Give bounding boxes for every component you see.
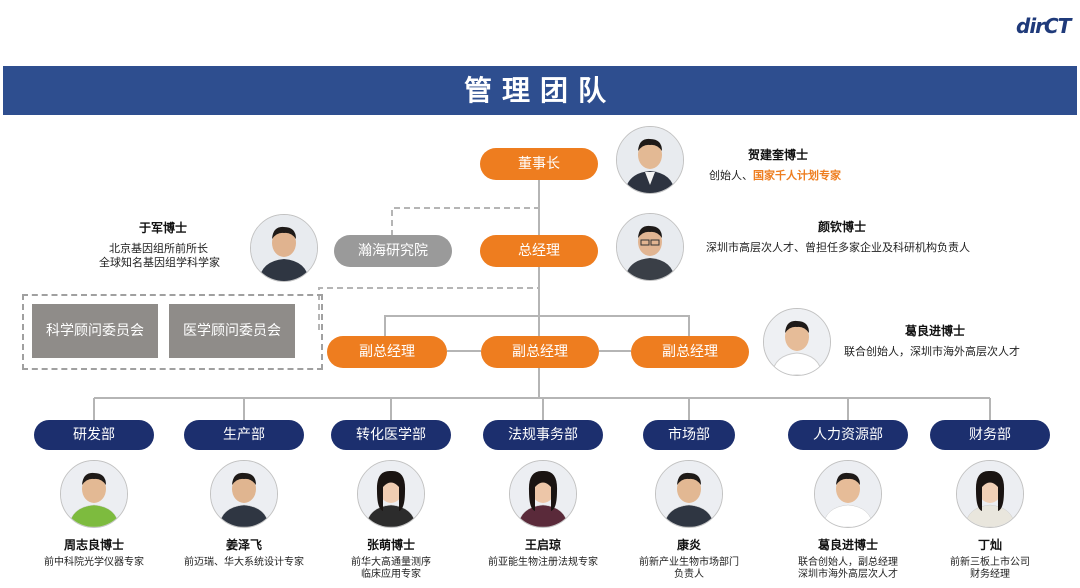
department-head-title-regulatory-line1: 前亚能生物注册法规专家	[488, 557, 598, 568]
department-head-name-rnd: 周志良博士	[63, 538, 124, 552]
vice-president-node-3: 副总经理	[631, 336, 749, 368]
department-head-photo-regulatory	[509, 460, 577, 528]
department-head-title-finance-line1: 前新三板上市公司	[950, 557, 1030, 568]
advisor-title-line2: 全球知名基因组学科学家	[99, 256, 220, 269]
department-head-photo-marketing	[655, 460, 723, 528]
department-head-photo-production	[210, 460, 278, 528]
department-head-title-marketing-line1: 前新产业生物市场部门	[639, 557, 739, 568]
vice-president-photo	[763, 308, 831, 376]
department-head-title-translational-medicine-line1: 前华大高通量测序	[351, 557, 431, 568]
general-manager-title: 深圳市高层次人才、曾担任多家企业及科研机构负责人	[706, 241, 970, 254]
department-production: 生产部	[184, 420, 304, 450]
vice-president-name: 葛良进博士	[905, 324, 966, 338]
advisory-committees-group	[22, 294, 323, 370]
general-manager-node: 总经理	[480, 235, 598, 267]
department-head-title-hr-line2: 深圳市海外高层次人才	[798, 569, 898, 580]
science-advisory-committee: 科学顾问委员会	[32, 304, 158, 358]
department-regulatory: 法规事务部	[483, 420, 603, 450]
department-head-name-production: 姜泽飞	[225, 538, 262, 552]
company-logo: dirCT	[1016, 14, 1071, 38]
general-manager-photo	[616, 213, 684, 281]
advisor-name: 于军博士	[139, 221, 188, 235]
department-head-title-translational-medicine-line2: 临床应用专家	[361, 569, 421, 580]
vice-president-node-2: 副总经理	[481, 336, 599, 368]
department-head-photo-translational-medicine	[357, 460, 425, 528]
vice-president-node-1: 副总经理	[327, 336, 447, 368]
department-head-title-production-line1: 前迈瑞、华大系统设计专家	[184, 557, 304, 568]
page-title: 管理团队	[3, 66, 1077, 115]
advisor-title-line1: 北京基因组所前所长	[109, 242, 208, 255]
chairman-title-highlight: 国家千人计划专家	[753, 169, 841, 182]
vice-president-title: 联合创始人，深圳市海外高层次人才	[844, 345, 1020, 358]
department-head-name-translational-medicine: 张萌博士	[366, 538, 415, 552]
department-head-title-hr-line1: 联合创始人，副总经理	[798, 557, 898, 568]
chairman-node: 董事长	[480, 148, 598, 180]
chairman-photo	[616, 126, 684, 194]
department-hr: 人力资源部	[788, 420, 908, 450]
chairman-title: 创始人、国家千人计划专家	[709, 169, 841, 183]
department-head-title-marketing-line2: 负责人	[674, 569, 704, 580]
chairman-title-prefix: 创始人、	[709, 169, 753, 182]
department-rnd: 研发部	[34, 420, 154, 450]
department-head-name-finance: 丁灿	[977, 538, 1002, 552]
department-head-photo-rnd	[60, 460, 128, 528]
department-head-name-regulatory: 王启琼	[524, 538, 561, 552]
department-marketing: 市场部	[643, 420, 735, 450]
department-head-name-hr: 葛良进博士	[817, 538, 878, 552]
medical-advisory-committee: 医学顾问委员会	[169, 304, 295, 358]
advisor-photo	[250, 214, 318, 282]
institute-node: 瀚海研究院	[334, 235, 452, 267]
department-head-title-finance-line2: 财务经理	[970, 569, 1010, 580]
department-head-photo-hr	[814, 460, 882, 528]
chairman-name: 贺建奎博士	[748, 148, 809, 162]
department-head-title-rnd-line1: 前中科院光学仪器专家	[44, 557, 144, 568]
department-head-photo-finance	[956, 460, 1024, 528]
general-manager-name: 颜钦博士	[818, 220, 867, 234]
department-head-name-marketing: 康炎	[676, 538, 701, 552]
department-translational-medicine: 转化医学部	[331, 420, 451, 450]
department-finance: 财务部	[930, 420, 1050, 450]
